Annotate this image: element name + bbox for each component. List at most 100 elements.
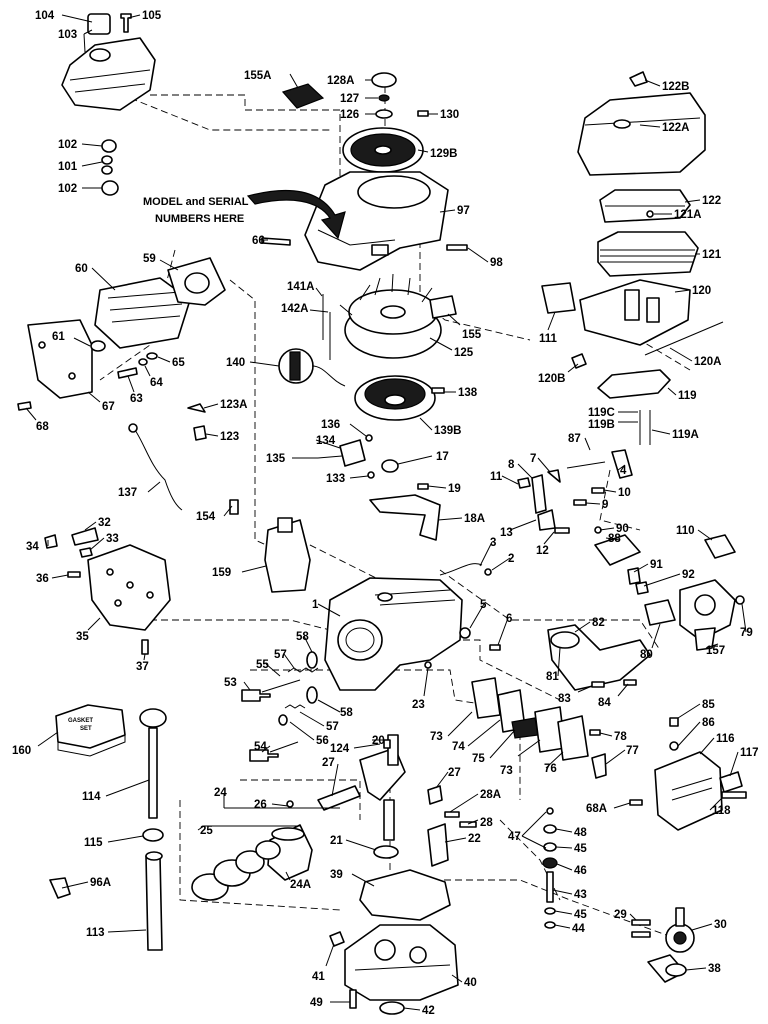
carburetor-157 xyxy=(679,579,736,651)
gasket-set-text-2: SET xyxy=(80,726,92,732)
plate-119 xyxy=(597,369,671,399)
part-91 xyxy=(627,567,641,585)
washer-126 xyxy=(375,109,393,119)
callout-113: 113 xyxy=(86,927,105,939)
callout-12: 12 xyxy=(536,545,549,557)
cap-128A xyxy=(371,72,397,88)
callout-55: 55 xyxy=(256,659,269,671)
callout-119: 119 xyxy=(678,390,697,402)
callout-4: 4 xyxy=(620,465,627,477)
part-77 xyxy=(591,753,607,779)
screw-28A xyxy=(444,811,460,818)
callout-leaders xyxy=(25,14,747,1011)
part-102b xyxy=(101,180,119,196)
gear-46 xyxy=(542,857,558,869)
valve-53 xyxy=(241,689,271,702)
callout-73b: 73 xyxy=(500,765,513,777)
callout-125: 125 xyxy=(454,347,474,359)
callout-labels: 104 105 103 102 101 102 155A 128A 127 12… xyxy=(12,10,759,1017)
screw-154 xyxy=(229,499,239,515)
parts-artwork: GASKET SET xyxy=(17,13,747,1015)
screw-34 xyxy=(44,534,58,549)
plate-155A xyxy=(281,83,325,109)
callout-115: 115 xyxy=(84,837,103,849)
rod-3 xyxy=(439,563,483,576)
base-120 xyxy=(579,279,691,346)
part-102a xyxy=(101,139,117,153)
screw-98 xyxy=(446,244,468,251)
callout-80: 80 xyxy=(640,649,653,661)
callout-133: 133 xyxy=(326,473,345,485)
callout-127: 127 xyxy=(340,93,359,105)
part-5 xyxy=(459,627,471,639)
callout-120B: 120B xyxy=(538,373,566,385)
callout-159: 159 xyxy=(212,567,231,579)
callout-3: 3 xyxy=(490,537,496,549)
screw-37 xyxy=(141,639,149,655)
cylinder-head-60 xyxy=(94,277,191,349)
clip-123A xyxy=(187,403,206,413)
callout-56: 56 xyxy=(316,735,329,747)
callout-120: 120 xyxy=(692,285,711,297)
callout-139B: 139B xyxy=(434,425,462,437)
screw-84 xyxy=(623,679,637,686)
gear-21 xyxy=(373,845,399,859)
callout-160: 160 xyxy=(12,745,31,757)
connecting-rod-27 xyxy=(317,785,361,811)
callout-44: 44 xyxy=(572,923,585,935)
callout-60: 60 xyxy=(75,263,88,275)
screw-9 xyxy=(573,499,587,506)
callout-102b: 102 xyxy=(58,183,77,195)
part-101a xyxy=(101,155,113,165)
dipstick-114 xyxy=(148,727,158,819)
part-33 xyxy=(79,547,93,558)
callout-86: 86 xyxy=(702,717,715,729)
callout-10: 10 xyxy=(618,487,631,499)
callout-97: 97 xyxy=(457,205,470,217)
callout-128A: 128A xyxy=(327,75,355,87)
callout-83: 83 xyxy=(558,693,571,705)
head-cover-103 xyxy=(61,37,156,111)
oil-pump-30 xyxy=(665,907,695,953)
callout-13: 13 xyxy=(500,527,513,539)
part-45b xyxy=(544,907,556,915)
pin-29a xyxy=(631,919,651,926)
callout-67: 67 xyxy=(102,401,115,413)
part-2 xyxy=(484,568,492,576)
shaft-43 xyxy=(546,871,554,903)
callout-63: 63 xyxy=(130,393,143,405)
callout-130: 130 xyxy=(440,109,459,121)
model-serial-notice: MODEL and SERIAL NUMBERS HERE xyxy=(143,196,249,225)
callout-119A: 119A xyxy=(672,429,699,441)
callout-122A: 122A xyxy=(662,122,690,134)
callout-58a: 58 xyxy=(296,631,309,643)
callout-45b: 45 xyxy=(574,909,587,921)
ground-wire-137 xyxy=(134,429,183,511)
head-gasket-59 xyxy=(167,257,226,306)
part-44 xyxy=(544,921,556,929)
screw-66 xyxy=(261,237,291,246)
part-85 xyxy=(669,717,679,727)
arrow-to-serial-location xyxy=(246,189,346,240)
callout-155A: 155A xyxy=(244,70,272,82)
screw-133 xyxy=(367,471,375,479)
screw-49 xyxy=(349,989,357,1009)
link-87 xyxy=(566,461,606,469)
callout-7: 7 xyxy=(530,453,536,465)
notice-line-1: MODEL and SERIAL xyxy=(143,196,249,208)
filter-element-121 xyxy=(597,231,699,277)
callout-134: 134 xyxy=(316,435,336,447)
screw-12 xyxy=(554,527,570,534)
callout-129B: 129B xyxy=(430,148,458,160)
callout-57a: 57 xyxy=(274,649,287,661)
seal-42 xyxy=(379,1001,405,1015)
bolt-118 xyxy=(721,791,747,799)
callout-30: 30 xyxy=(714,919,727,931)
gasket-81 xyxy=(550,631,580,649)
callout-68A: 68A xyxy=(586,803,607,815)
bracket-4 xyxy=(611,449,633,479)
callout-25: 25 xyxy=(200,825,213,837)
flywheel-125 xyxy=(339,273,442,359)
callout-23: 23 xyxy=(412,699,425,711)
